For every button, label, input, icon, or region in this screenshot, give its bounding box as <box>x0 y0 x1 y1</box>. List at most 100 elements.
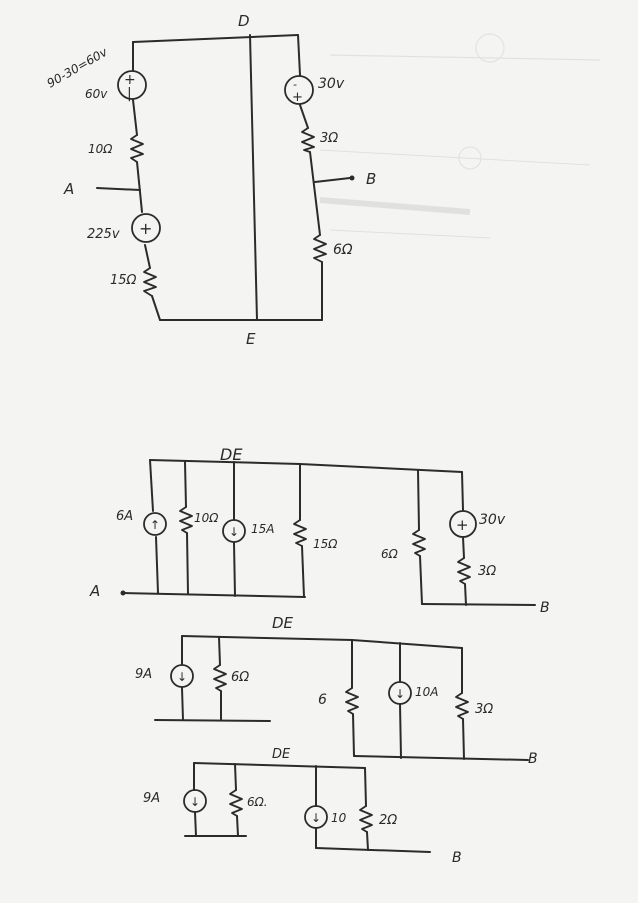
c2-branch-15a-bottom <box>233 542 236 597</box>
svg-text:+: + <box>292 90 303 105</box>
c1-label-r4: 6Ω <box>333 242 353 258</box>
c3-branch-10a-bottom <box>399 703 402 759</box>
c1-label-node-e: E <box>246 330 256 348</box>
circuit-2: ↑ ↓ + DE A B 6A 10Ω <box>89 445 550 616</box>
c3-resistor-6ohm-right <box>345 687 359 715</box>
c2-label-src: 30v <box>479 512 506 528</box>
c4-current-source-10a: ↓ <box>304 805 328 829</box>
c3-label-node-de: DE <box>272 614 294 632</box>
c1-left-wire-mid2 <box>136 161 143 213</box>
c1-label-r1: 10Ω <box>88 142 113 156</box>
c4-label-cs1: 9A <box>143 791 160 806</box>
c1-voltage-source-225v: + <box>131 213 161 243</box>
c3-current-source-9a: ↓ <box>170 664 194 688</box>
c4-label-node-b: B <box>452 850 462 866</box>
svg-text:+: + <box>139 219 152 238</box>
c1-right-wire-top <box>297 34 301 76</box>
svg-text:↓: ↓ <box>395 687 405 701</box>
c4-branch-6ohm-top <box>234 763 237 791</box>
svg-text:+: + <box>124 72 136 88</box>
c3-label-node-b: B <box>528 751 538 767</box>
c2-branch-6ohm-top <box>417 469 420 531</box>
c1-node-b-dot <box>349 175 355 181</box>
c1-right-wire-mid2 <box>309 151 321 236</box>
c1-label-r3: 3Ω <box>320 131 338 146</box>
c1-left-wire-mid <box>132 99 138 136</box>
c1-label-r2: 15Ω <box>110 273 137 288</box>
c2-label-r2: 15Ω <box>313 537 338 551</box>
c2-label-cs1: 6A <box>116 509 133 524</box>
circuit-3: ↓ ↓ DE B 9A 6Ω 6 10A 3Ω <box>135 614 538 767</box>
c4-bottom-wire-right <box>315 847 431 853</box>
c4-label-node-de: DE <box>272 747 291 762</box>
svg-text:↑: ↑ <box>150 518 160 532</box>
c2-branch-10ohm-bottom <box>186 532 189 595</box>
svg-text:+: + <box>456 516 469 534</box>
c4-branch-2ohm-top <box>364 767 367 807</box>
c2-label-node-a: A <box>89 582 100 600</box>
c2-label-cs2: 15A <box>251 522 274 536</box>
c1-node-a-wire <box>96 187 141 191</box>
c3-branch-9a-bottom <box>181 687 184 721</box>
c3-bottom-wire-left <box>154 719 271 722</box>
c3-branch-6ohm-top <box>218 636 221 666</box>
c1-resistor-6ohm <box>313 234 327 263</box>
c2-resistor-3ohm <box>457 557 471 585</box>
c3-branch-6-bottom <box>352 713 355 757</box>
svg-text:↓: ↓ <box>177 670 187 684</box>
c1-source-note: 90-30=60v <box>45 44 111 90</box>
c3-label-cs2: 10A <box>415 685 438 699</box>
c1-label-src2: 225v <box>87 227 120 242</box>
c3-resistor-6ohm-left <box>213 664 227 692</box>
c1-label-src3: 30v <box>318 76 345 92</box>
c1-voltage-source-30v: - + <box>284 75 314 105</box>
c3-top-wire <box>181 635 463 649</box>
c2-resistor-10ohm <box>179 506 193 534</box>
circuit-4: ↓ ↓ DE B 9A 6Ω. 10 2Ω <box>143 747 462 866</box>
c2-label-node-b: B <box>540 600 550 616</box>
c4-resistor-6ohm <box>229 789 243 817</box>
c1-resistor-15ohm <box>143 267 157 297</box>
c2-branch-30v-mid <box>462 536 465 559</box>
c2-top-wire <box>149 459 463 473</box>
c4-label-r1: 6Ω. <box>247 795 268 809</box>
svg-text:↓: ↓ <box>190 795 200 809</box>
c1-label-node-a: A <box>63 180 74 198</box>
c2-branch-15ohm-bottom <box>301 545 305 598</box>
svg-text:↓: ↓ <box>229 525 239 539</box>
c3-label-cs1: 9A <box>135 667 152 682</box>
c2-current-source-15a: ↓ <box>222 519 246 543</box>
c1-resistor-10ohm <box>130 134 144 163</box>
c3-label-r1: 6Ω <box>231 670 249 685</box>
c1-node-b-wire <box>314 177 351 183</box>
c1-voltage-source-60v: + | <box>117 70 147 102</box>
c1-top-wire <box>132 34 299 43</box>
c2-bottom-wire-right <box>421 603 536 606</box>
c2-current-source-6a: ↑ <box>143 512 167 536</box>
c3-current-source-10a: ↓ <box>388 681 412 705</box>
c4-branch-9a-bottom <box>194 811 197 837</box>
c1-label-src1: 60v <box>85 87 108 101</box>
c2-branch-10ohm-top <box>184 461 187 508</box>
svg-text:|: | <box>127 86 132 102</box>
circuit-1: + | + - + 90-30=60v D E A B 60v 10Ω 225v… <box>45 12 377 348</box>
c2-branch-30v-bottom <box>464 583 467 606</box>
c2-branch-6a-top <box>149 459 154 512</box>
c2-branch-6a-bottom <box>155 536 159 594</box>
c2-label-r4: 3Ω <box>478 564 496 579</box>
c3-label-r3: 3Ω <box>475 702 493 717</box>
c3-branch-3ohm-bottom <box>462 718 465 760</box>
c2-label-r3: 6Ω <box>381 547 399 561</box>
c2-branch-30v-top <box>461 471 464 511</box>
c2-node-a-dot <box>120 590 126 596</box>
c4-branch-6ohm-bottom <box>236 815 239 837</box>
c1-label-node-b: B <box>366 170 376 188</box>
c1-left-wire-low <box>144 244 151 269</box>
c1-resistor-3ohm <box>301 127 315 153</box>
c1-label-node-d: D <box>238 12 250 30</box>
c4-top-wire <box>193 762 366 769</box>
c3-label-r2: 6 <box>318 692 327 708</box>
c2-bottom-wire-left <box>122 592 306 598</box>
c1-middle-wire <box>249 34 258 321</box>
